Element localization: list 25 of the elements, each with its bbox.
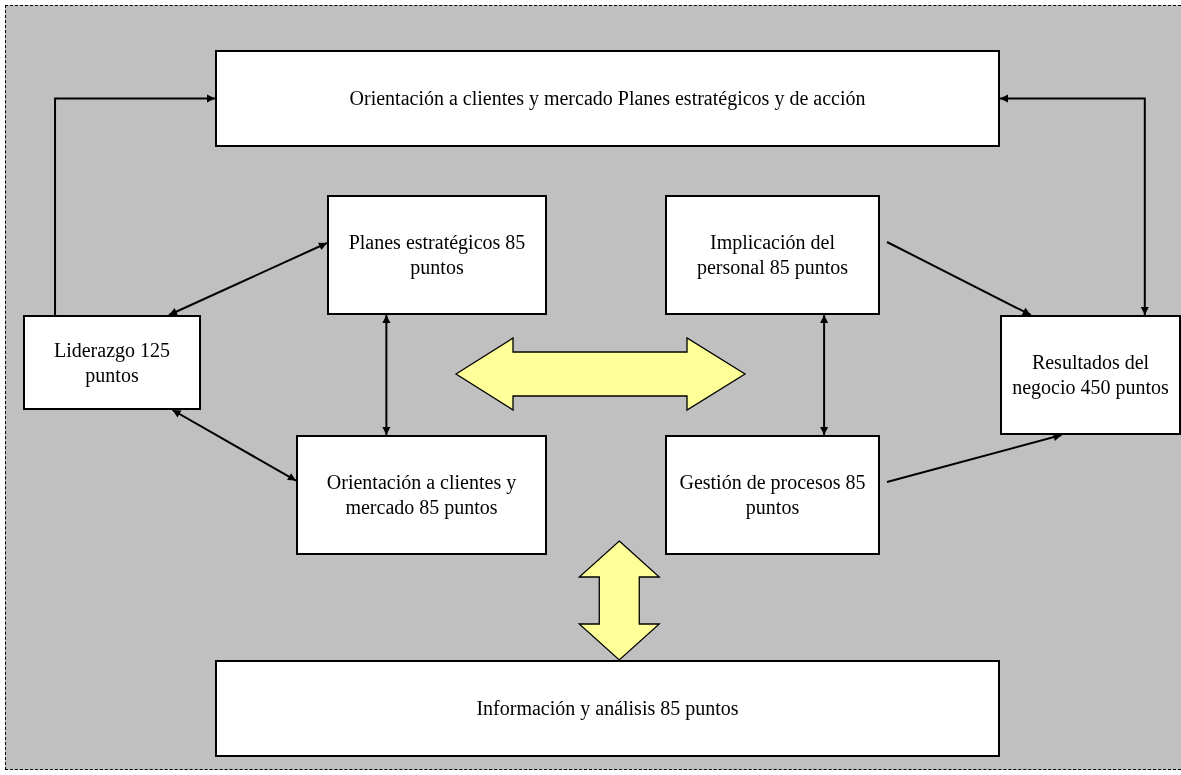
block-double-arrow: [577, 540, 661, 661]
process-box: [23, 315, 201, 410]
process-box: [296, 435, 547, 555]
arrow: [167, 242, 328, 316]
process-box: [215, 660, 1000, 757]
process-box: [665, 195, 880, 315]
box-label: Orientación a clientes y mercado 85 puntos: [325, 470, 518, 520]
box-label: Planes estratégicos 85 puntos: [347, 230, 527, 280]
arrow: [886, 433, 1063, 483]
process-box: [215, 50, 1000, 147]
box-label: Liderazgo 125 puntos: [52, 337, 172, 388]
box-label: Orientación a clientes y mercado Planes estratégicos y de acción: [349, 86, 866, 111]
arrow: [171, 409, 297, 482]
arrow: [999, 94, 1149, 316]
arrow: [54, 94, 216, 316]
box-label: Implicación del personal 85 puntos: [695, 230, 850, 280]
process-box: [327, 195, 547, 315]
process-box: [665, 435, 880, 555]
box-label: Resultados del negocio 450 puntos: [1011, 350, 1170, 400]
box-label: Información y análisis 85 puntos: [476, 696, 739, 721]
box-label: Gestión de procesos 85 puntos: [678, 470, 867, 520]
arrow: [820, 314, 829, 436]
arrow: [886, 241, 1032, 316]
process-box: [1000, 315, 1181, 435]
arrow: [382, 314, 391, 436]
